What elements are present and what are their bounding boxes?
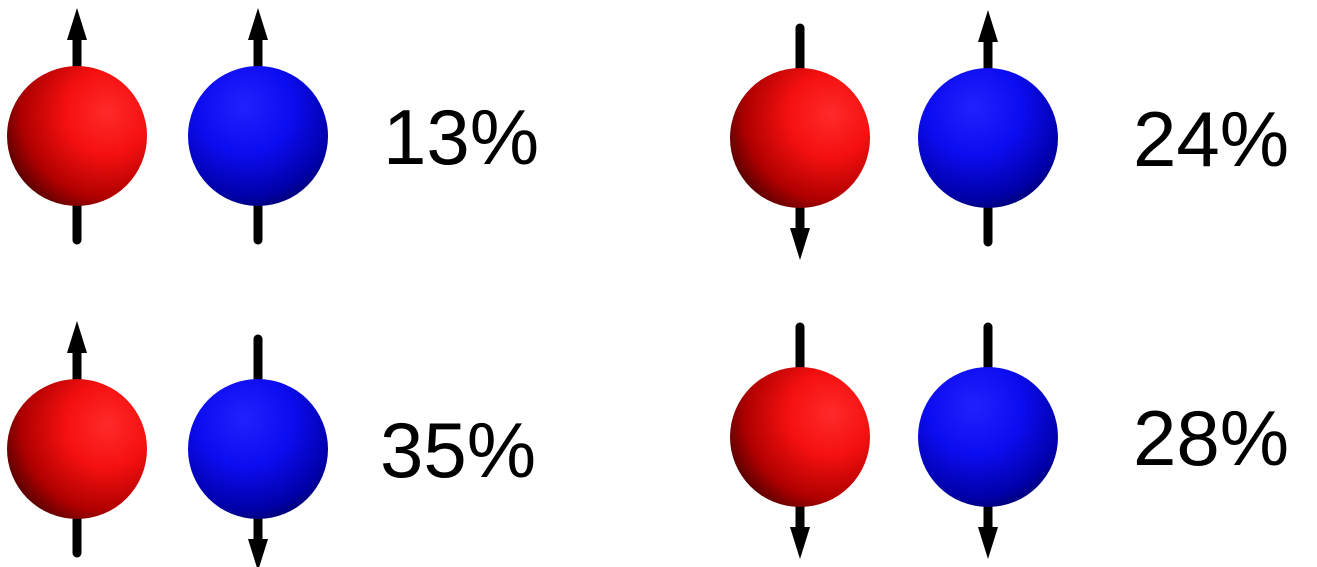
- red-particle: [730, 322, 870, 559]
- panel-bottom-left: 35%: [7, 321, 536, 567]
- blue-particle: [188, 8, 328, 245]
- blue-sphere: [188, 66, 328, 206]
- blue-sphere: [188, 379, 328, 519]
- blue-particle: [918, 322, 1058, 559]
- spin-down-arrowhead-icon: [978, 527, 998, 559]
- red-particle: [7, 321, 147, 558]
- blue-sphere: [918, 367, 1058, 507]
- panel-top-right: 24%: [730, 10, 1289, 260]
- panel-top-left: 13%: [7, 8, 539, 245]
- blue-particle: [188, 334, 328, 567]
- blue-particle: [918, 10, 1058, 247]
- probability-label: 24%: [1133, 95, 1289, 183]
- spin-up-arrowhead-icon: [978, 10, 998, 42]
- spin-down-arrowhead-icon: [790, 228, 810, 260]
- red-particle: [7, 8, 147, 245]
- spin-up-arrowhead-icon: [67, 321, 87, 353]
- red-sphere: [7, 66, 147, 206]
- red-sphere: [730, 68, 870, 208]
- spin-down-arrowhead-icon: [790, 527, 810, 559]
- probability-label: 35%: [380, 406, 536, 494]
- red-sphere: [730, 367, 870, 507]
- probability-label: 28%: [1133, 394, 1289, 482]
- spin-up-arrowhead-icon: [248, 8, 268, 40]
- spin-up-arrowhead-icon: [67, 8, 87, 40]
- red-sphere: [7, 379, 147, 519]
- red-particle: [730, 23, 870, 260]
- probability-label: 13%: [383, 93, 539, 181]
- spin-down-arrowhead-icon: [248, 539, 268, 567]
- blue-sphere: [918, 68, 1058, 208]
- panel-bottom-right: 28%: [730, 322, 1289, 559]
